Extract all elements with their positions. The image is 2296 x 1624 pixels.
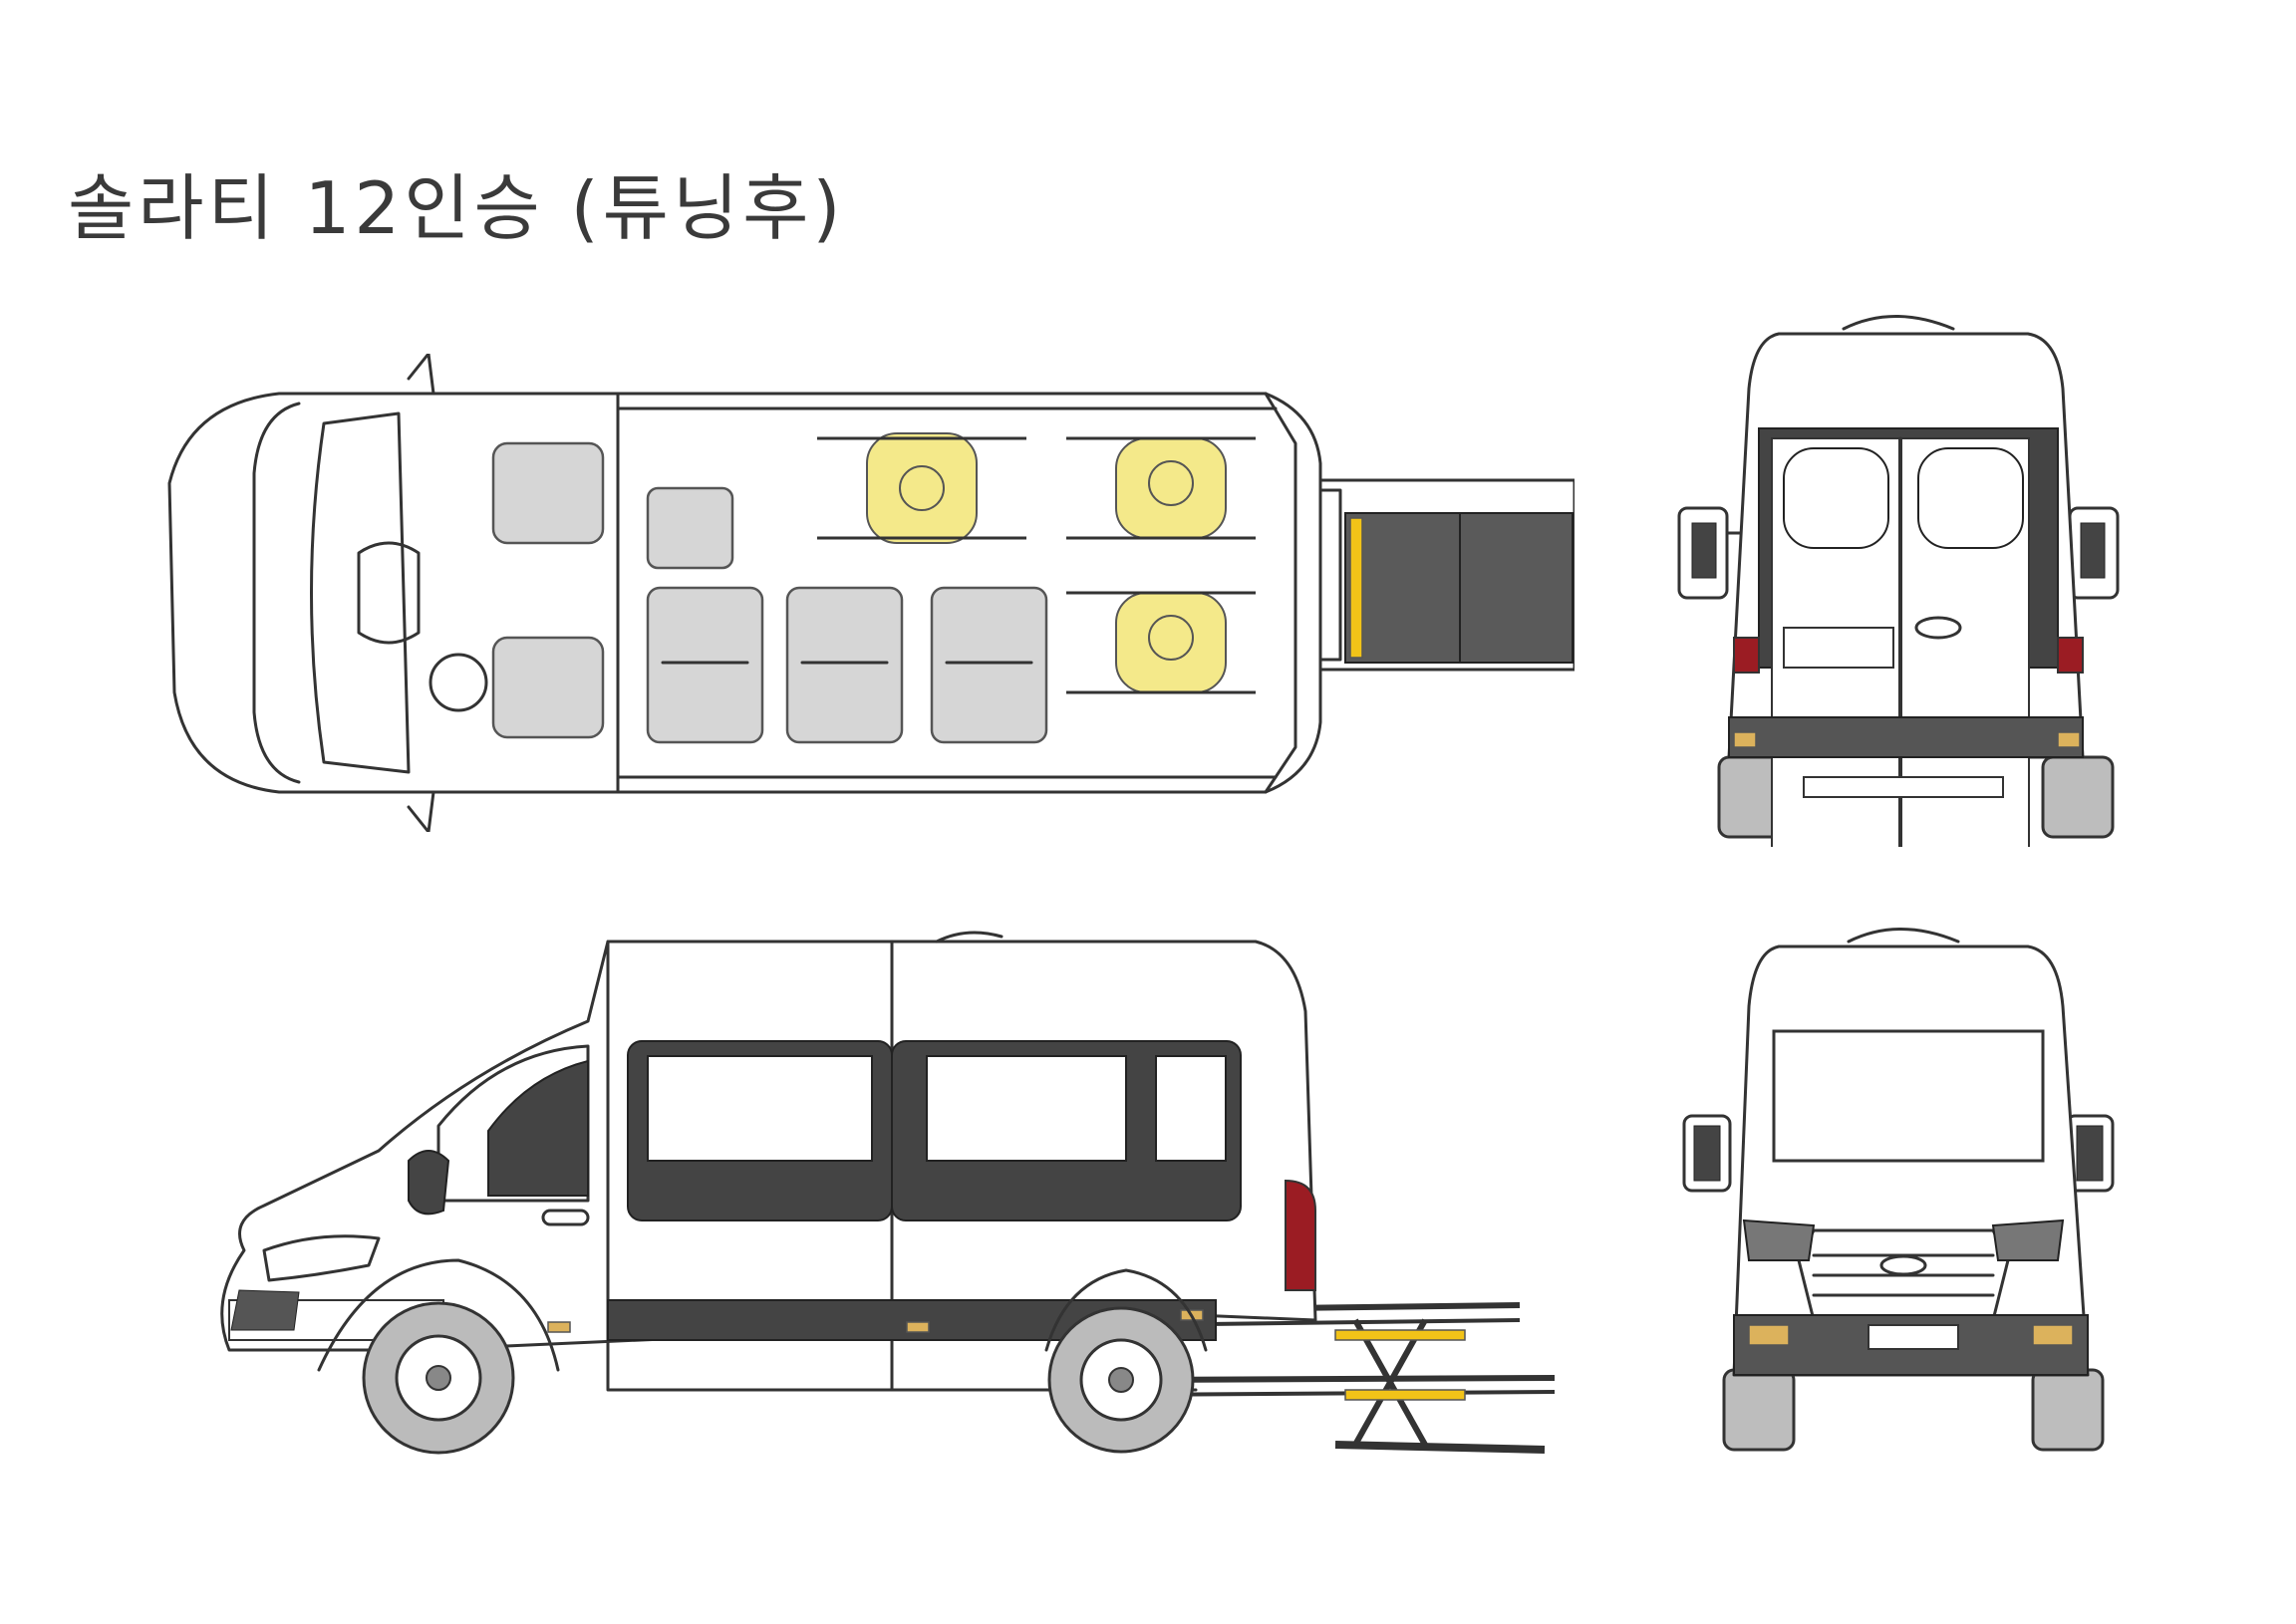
passenger-seats-icon (646, 486, 1048, 744)
tail-light-icon (1285, 1179, 1316, 1291)
page-title: 솔라티 12인승 (튜닝후) (68, 166, 845, 250)
van-top-view (159, 354, 1575, 832)
steering-wheel-icon (429, 653, 488, 712)
wheelchair-lift-side-icon (1125, 1302, 1556, 1454)
windshield-icon (1772, 1029, 2045, 1163)
wheelchair-lift-top-icon (1284, 478, 1575, 672)
brand-logo-icon (1914, 616, 1962, 640)
wheelchair-passenger-icon (817, 432, 1256, 694)
van-side-view (169, 922, 1565, 1465)
van-rear-view (1664, 299, 2133, 847)
rear-tail-light-icon (1733, 637, 1760, 674)
headlight-icon (1742, 1218, 1816, 1261)
van-front-view (1664, 917, 2133, 1460)
